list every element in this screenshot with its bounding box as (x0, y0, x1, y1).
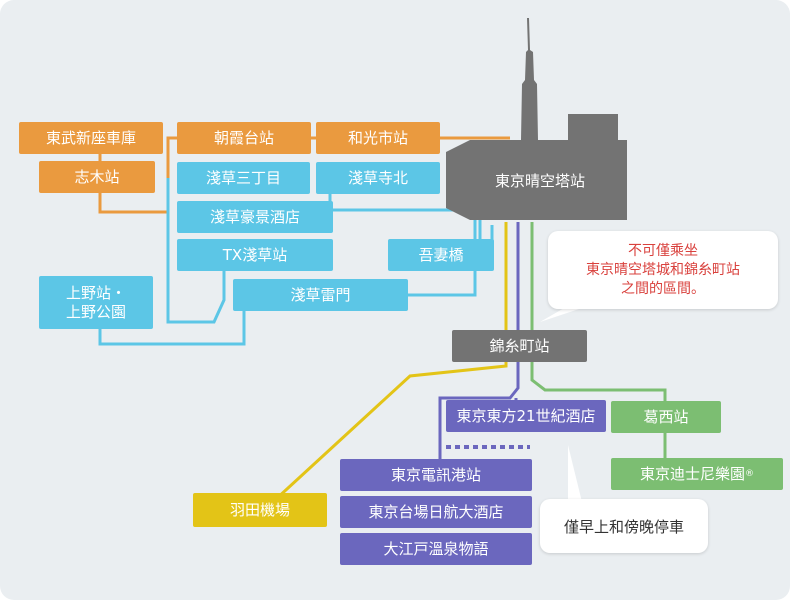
station-asakadai: 朝霞台站 (177, 122, 311, 154)
station-asakusa-terakita: 淺草寺北 (316, 162, 440, 194)
note-no-ride-line1: 不可僅乘坐 (628, 242, 698, 259)
station-wakoshi: 和光市站 (316, 122, 440, 154)
station-kinshicho: 錦糸町站 (452, 330, 587, 362)
station-ueno: 上野站・ 上野公園 (39, 276, 153, 329)
station-tokyo-teleport: 東京電訊港站 (340, 459, 532, 491)
station-tokyo-disney-label: 東京迪士尼樂園 (639, 464, 745, 483)
station-tokyo-east21: 東京東方21世紀酒店 (446, 400, 606, 432)
note-no-ride-line3: 之間的區間。 (621, 280, 705, 297)
skytree-station-building (446, 140, 627, 220)
note-no-ride-section: 不可僅乘坐 東京晴空塔城和錦糸町站 之間的區間。 (548, 231, 778, 309)
station-tobu-niiza-garage: 東武新座車庫 (19, 122, 163, 154)
station-ueno-line1: 上野站・ (65, 283, 126, 302)
station-tokyo-skytree: 東京晴空塔站 (494, 171, 585, 190)
station-oedo-onsen: 大江戸溫泉物語 (340, 533, 532, 565)
station-shiki: 志木站 (39, 161, 155, 193)
station-asakusa-kaminarimon: 淺草雷門 (233, 279, 408, 311)
station-asakusa-hotel: 淺草豪景酒店 (177, 201, 333, 233)
registered-mark: ® (745, 468, 754, 479)
skytree-building-block (568, 114, 618, 144)
station-ueno-line2: 上野公園 (65, 302, 126, 321)
station-asakusa-sanchome: 淺草三丁目 (177, 162, 310, 194)
note-no-ride-text: 不可僅乘坐 東京晴空塔城和錦糸町站 之間的區間。 (586, 242, 740, 299)
station-azumabashi: 吾妻橋 (388, 239, 494, 271)
station-ueno-label: 上野站・ 上野公園 (66, 284, 126, 322)
station-tokyo-odaiba-nikko: 東京台場日航大酒店 (340, 496, 532, 528)
station-haneda: 羽田機場 (193, 493, 327, 527)
route-line-blue-2 (98, 295, 246, 346)
skytree-tower-silhouette (521, 18, 538, 140)
route-line-blue-1 (166, 178, 226, 324)
note-no-ride-line2: 東京晴空塔城和錦糸町站 (586, 261, 740, 278)
station-tokyo-disney: 東京迪士尼樂園® (611, 458, 783, 490)
note-morning-evening-stop: 僅早上和傍晚停車 (540, 499, 708, 553)
route-line-yellow (273, 222, 508, 502)
note-tail-bottom (568, 445, 582, 502)
station-tx-asakusa: TX淺草站 (177, 239, 333, 271)
station-kasai: 葛西站 (611, 401, 721, 433)
